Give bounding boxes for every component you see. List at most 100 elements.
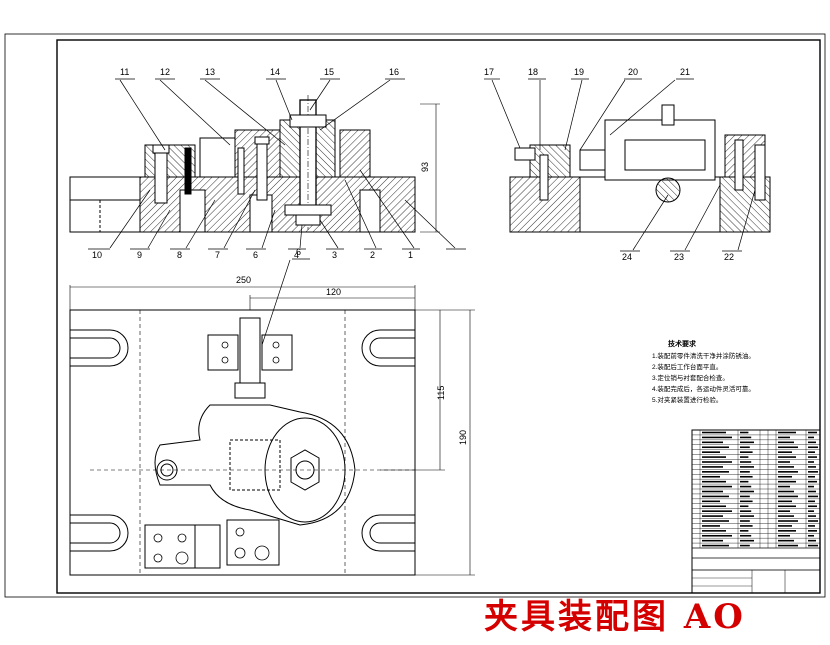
- part-label: 15: [324, 67, 334, 77]
- parts-list-cell-entry: [702, 510, 732, 512]
- parts-list-cell-entry: [740, 505, 749, 508]
- parts-list-cell-entry: [702, 451, 720, 453]
- parts-list-cell-entry: [808, 525, 815, 527]
- parts-list-cell-entry: [808, 530, 817, 532]
- part-label: 7: [215, 250, 220, 260]
- parts-list-cell-entry: [778, 534, 790, 537]
- parts-list-cell-entry: [778, 446, 798, 449]
- parts-list-cell-entry: [702, 461, 732, 463]
- parts-list-cell-entry: [702, 480, 726, 483]
- parts-list-cell-entry: [778, 530, 796, 532]
- parts-list-cell-entry: [740, 466, 754, 468]
- dim-115: 115: [436, 386, 446, 400]
- parts-list-cell-entry: [808, 446, 818, 449]
- parts-list-cell-entry: [740, 534, 752, 537]
- parts-list-cell-entry: [740, 490, 754, 493]
- parts-list-cell-entry: [808, 544, 818, 547]
- parts-list-cell-entry: [778, 461, 790, 463]
- part-label: 4: [294, 250, 299, 260]
- part-label: 13: [205, 67, 215, 77]
- parts-list-cell-entry: [778, 456, 796, 458]
- part-label: 6: [253, 250, 258, 260]
- parts-list-cell-entry: [808, 456, 817, 458]
- parts-list-cell-entry: [808, 461, 814, 463]
- left-bottom-part-labels: 10 9 8 7 6 4 3 2 1: [92, 250, 413, 260]
- parts-list-cell-entry: [740, 485, 752, 488]
- parts-list-cell-entry: [740, 436, 752, 439]
- parts-list-cell-entry: [808, 500, 815, 503]
- part-label: 2: [370, 250, 375, 260]
- parts-list-cell-entry: [740, 525, 753, 527]
- parts-list-cell-entry: [778, 490, 794, 493]
- parts-list-cell-entry: [740, 530, 749, 532]
- parts-list-cell-entry: [808, 534, 814, 537]
- parts-list-cell-entry: [808, 485, 814, 488]
- parts-list-cell-entry: [778, 500, 792, 503]
- right-top-part-labels: 17 18 19 20 21: [484, 67, 690, 77]
- right-bottom-part-labels: 24 23 22: [622, 252, 734, 262]
- parts-list-cell-entry: [808, 466, 816, 468]
- parts-list-cell-entry: [740, 456, 749, 458]
- parts-list-cell-entry: [702, 471, 729, 473]
- parts-list-cell-entry: [702, 490, 723, 493]
- notes-title: 技术要求: [668, 339, 697, 348]
- parts-list-cell-entry: [778, 436, 790, 439]
- parts-list-cell-entry: [778, 544, 798, 547]
- parts-list-cell-entry: [778, 495, 798, 498]
- dim-93: 93: [420, 162, 430, 172]
- note-line: 1.装配前零件清洗干净并涂防锈油。: [652, 351, 755, 360]
- parts-list-cell-entry: [702, 436, 732, 439]
- parts-list-cell-entry: [778, 471, 798, 473]
- parts-list-cell-entry: [808, 515, 816, 517]
- parts-list-cell-entry: [702, 544, 729, 547]
- parts-list-cell-entry: [778, 520, 798, 522]
- parts-list-cell-entry: [808, 520, 818, 522]
- note-line: 2.装配后工作台面平直。: [652, 362, 722, 371]
- plan-part-label: 6: [296, 247, 301, 257]
- parts-list-cell-entry: [702, 466, 723, 468]
- part-label: 12: [160, 67, 170, 77]
- parts-list-cell-entry: [740, 544, 750, 547]
- note-line: 3.定位销与衬套配合检查。: [652, 373, 729, 382]
- parts-list-cell-entry: [702, 431, 726, 434]
- parts-list-cell-entry: [808, 451, 815, 453]
- part-label: 11: [120, 67, 129, 77]
- parts-list-cell-entry: [808, 539, 816, 542]
- parts-list-cell-entry: [740, 515, 754, 517]
- parts-list-cell-entry: [808, 436, 814, 439]
- part-label: 8: [177, 250, 182, 260]
- parts-list-cell-entry: [740, 520, 750, 522]
- parts-list-cell-entry: [702, 534, 732, 537]
- parts-list-cell-entry: [740, 539, 754, 542]
- drawing-title: 夹具装配图 AO: [484, 597, 746, 637]
- parts-list-cell-entry: [808, 510, 814, 512]
- part-label: 23: [674, 252, 684, 262]
- plan-view: [69, 258, 475, 576]
- left-top-part-labels: 11 12 13 14 15 16: [120, 67, 399, 77]
- parts-list-cell-entry: [808, 475, 815, 478]
- technical-notes: 技术要求 1.装配前零件清洗干净并涂防锈油。 2.装配后工作台面平直。 3.定位…: [652, 339, 755, 404]
- parts-list-cell-entry: [778, 505, 796, 508]
- parts-list-cell-entry: [702, 500, 720, 503]
- parts-list-cell-entry: [740, 431, 749, 434]
- parts-list-cell-entry: [740, 441, 754, 444]
- part-label: 21: [680, 67, 690, 77]
- parts-list-cell-entry: [702, 495, 729, 498]
- part-label: 20: [628, 67, 638, 77]
- drawing-frame: [4, 33, 826, 598]
- parts-list-cell-entry: [808, 471, 818, 473]
- parts-list-cell-entry: [778, 475, 792, 478]
- part-label: 10: [92, 250, 102, 260]
- right-section-view: [509, 104, 771, 233]
- parts-list-cell-entry: [808, 495, 818, 498]
- plan-view-small-circles: [153, 341, 280, 565]
- parts-list-cell-entry: [778, 480, 796, 483]
- parts-list-cell-entry: [740, 510, 752, 512]
- parts-list-cell-entry: [702, 530, 726, 532]
- parts-list-cell-entry: [702, 446, 729, 449]
- parts-list-cell-entry: [702, 505, 726, 508]
- part-label: 14: [270, 67, 280, 77]
- part-label: 22: [724, 252, 734, 262]
- left-section-view: [69, 95, 440, 233]
